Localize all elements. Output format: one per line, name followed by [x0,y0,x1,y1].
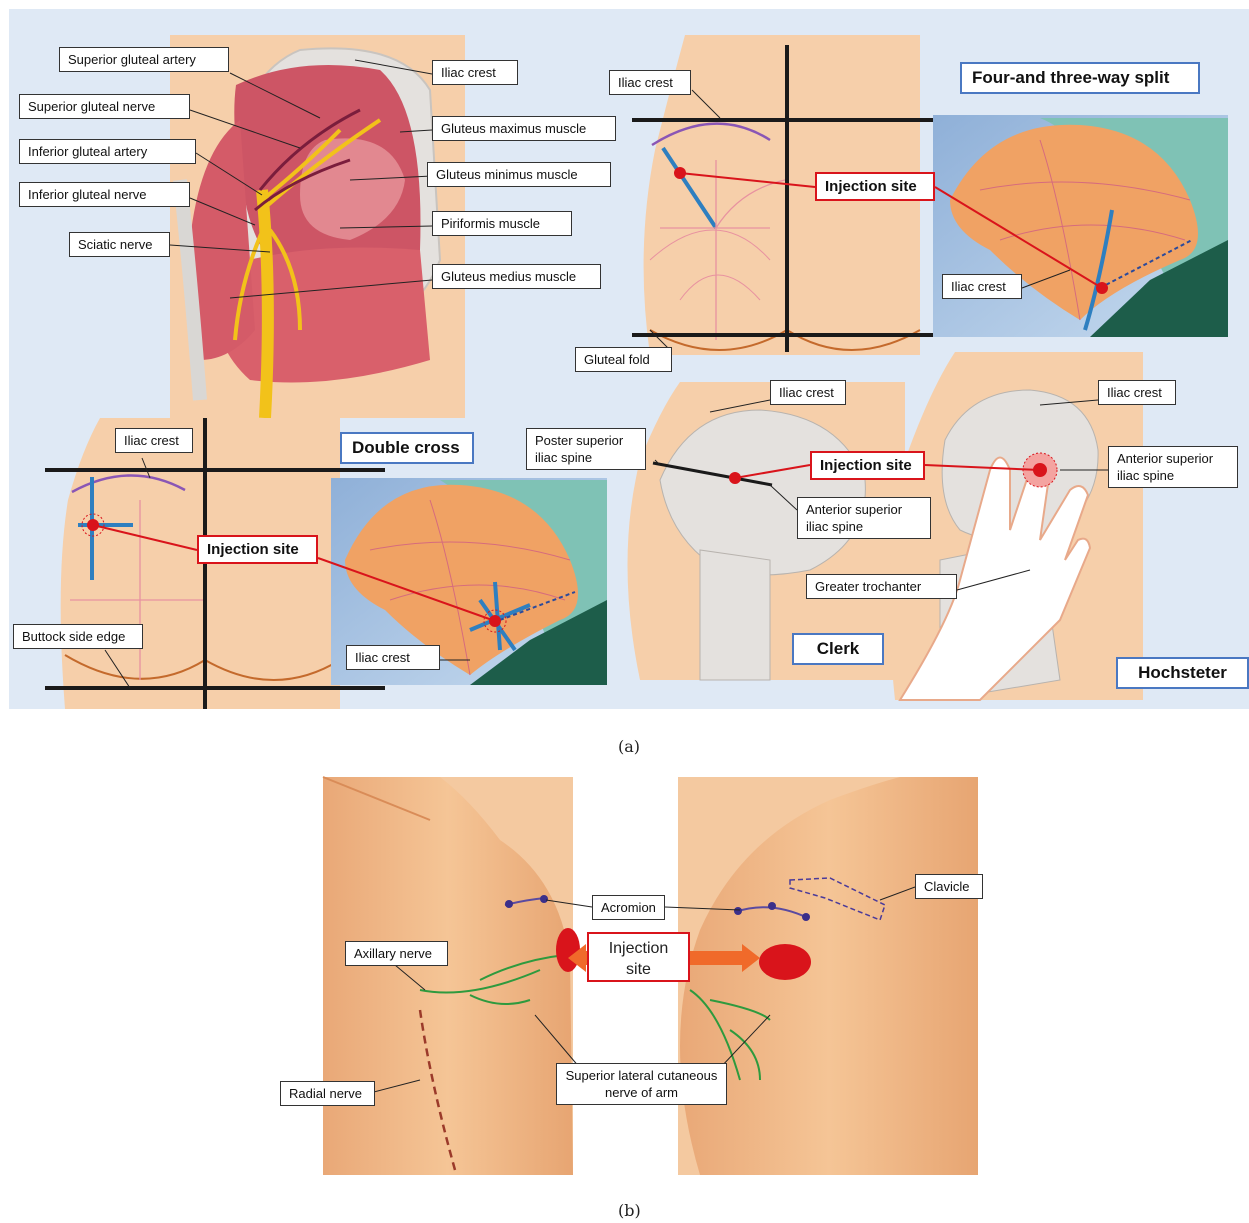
label-iliac-crest-four-three: Iliac crest [609,70,691,95]
label-acromion: Acromion [592,895,665,920]
label-iliac-crest-anatomy: Iliac crest [432,60,518,85]
label-iliac-crest-clerk: Iliac crest [770,380,846,405]
label-gluteal-fold: Gluteal fold [575,347,672,372]
label-sciatic-nerve: Sciatic nerve [69,232,170,257]
label-gluteus-minimus: Gluteus minimus muscle [427,162,611,187]
shoulder-back-illustration [323,777,580,1175]
label-superior-lateral-cutaneous-nerve: Superior lateral cutaneous nerve of arm [556,1063,727,1105]
label-piriformis: Piriformis muscle [432,211,572,236]
label-gluteus-maximus: Gluteus maximus muscle [432,116,616,141]
label-inferior-gluteal-artery: Inferior gluteal artery [19,139,196,164]
label-iliac-crest-four-three-3d: Iliac crest [942,274,1022,299]
injection-site-deltoid: Injection site [587,932,690,982]
label-anterior-superior-iliac-spine-clerk: Anterior superior iliac spine [797,497,931,539]
label-greater-trochanter: Greater trochanter [806,574,957,599]
label-clavicle: Clavicle [915,874,983,899]
shoulder-front-illustration [678,777,978,1175]
injection-site-four-three: Injection site [815,172,935,201]
title-clerk: Clerk [792,633,884,665]
label-iliac-crest-hochsteter: Iliac crest [1098,380,1176,405]
injection-site-clerk: Injection site [810,451,925,480]
label-poster-superior-iliac-spine: Poster superior iliac spine [526,428,646,470]
caption-b: (b) [618,1201,641,1220]
label-anterior-superior-iliac-spine-hochsteter: Anterior superior iliac spine [1108,446,1238,488]
label-axillary-nerve: Axillary nerve [345,941,448,966]
label-buttock-side-edge: Buttock side edge [13,624,143,649]
label-radial-nerve: Radial nerve [280,1081,375,1106]
label-superior-gluteal-nerve: Superior gluteal nerve [19,94,190,119]
label-iliac-crest-double-cross-3d: Iliac crest [346,645,440,670]
four-three-way-3d-illustration [933,115,1228,337]
label-gluteus-medius: Gluteus medius muscle [432,264,601,289]
title-double-cross: Double cross [340,432,474,464]
title-four-three-way-split: Four-and three-way split [960,62,1200,94]
injection-site-double-cross: Injection site [197,535,318,564]
label-iliac-crest-double-cross: Iliac crest [115,428,193,453]
caption-a: (a) [618,737,640,756]
label-inferior-gluteal-nerve: Inferior gluteal nerve [19,182,190,207]
title-hochsteter: Hochsteter [1116,657,1249,689]
label-superior-gluteal-artery: Superior gluteal artery [59,47,229,72]
